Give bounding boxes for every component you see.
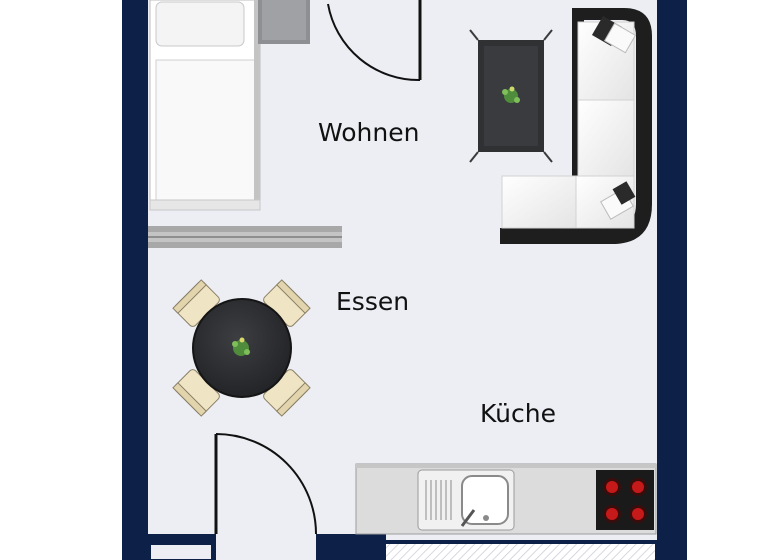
wall-right — [657, 0, 687, 560]
wall-bottom-mid — [316, 534, 386, 560]
table-plant-icon — [232, 337, 250, 356]
bed-icon — [149, 0, 261, 211]
entrance-door-icon — [214, 433, 317, 535]
plant-icon — [502, 86, 520, 103]
bathroom-hatch — [386, 544, 655, 560]
sink-icon — [417, 469, 515, 531]
door-icon — [327, 0, 422, 82]
shelf-icon — [148, 226, 342, 248]
sofa-icon — [500, 8, 652, 244]
room-label-living: Wohnen — [318, 118, 420, 147]
room-label-kitchen: Küche — [480, 399, 556, 428]
storage-box — [149, 543, 213, 560]
chair-icon — [172, 279, 311, 417]
hob-icon — [596, 470, 654, 530]
wall-left — [122, 0, 148, 560]
nightstand-icon — [258, 0, 310, 44]
room-label-dining: Essen — [336, 287, 410, 316]
